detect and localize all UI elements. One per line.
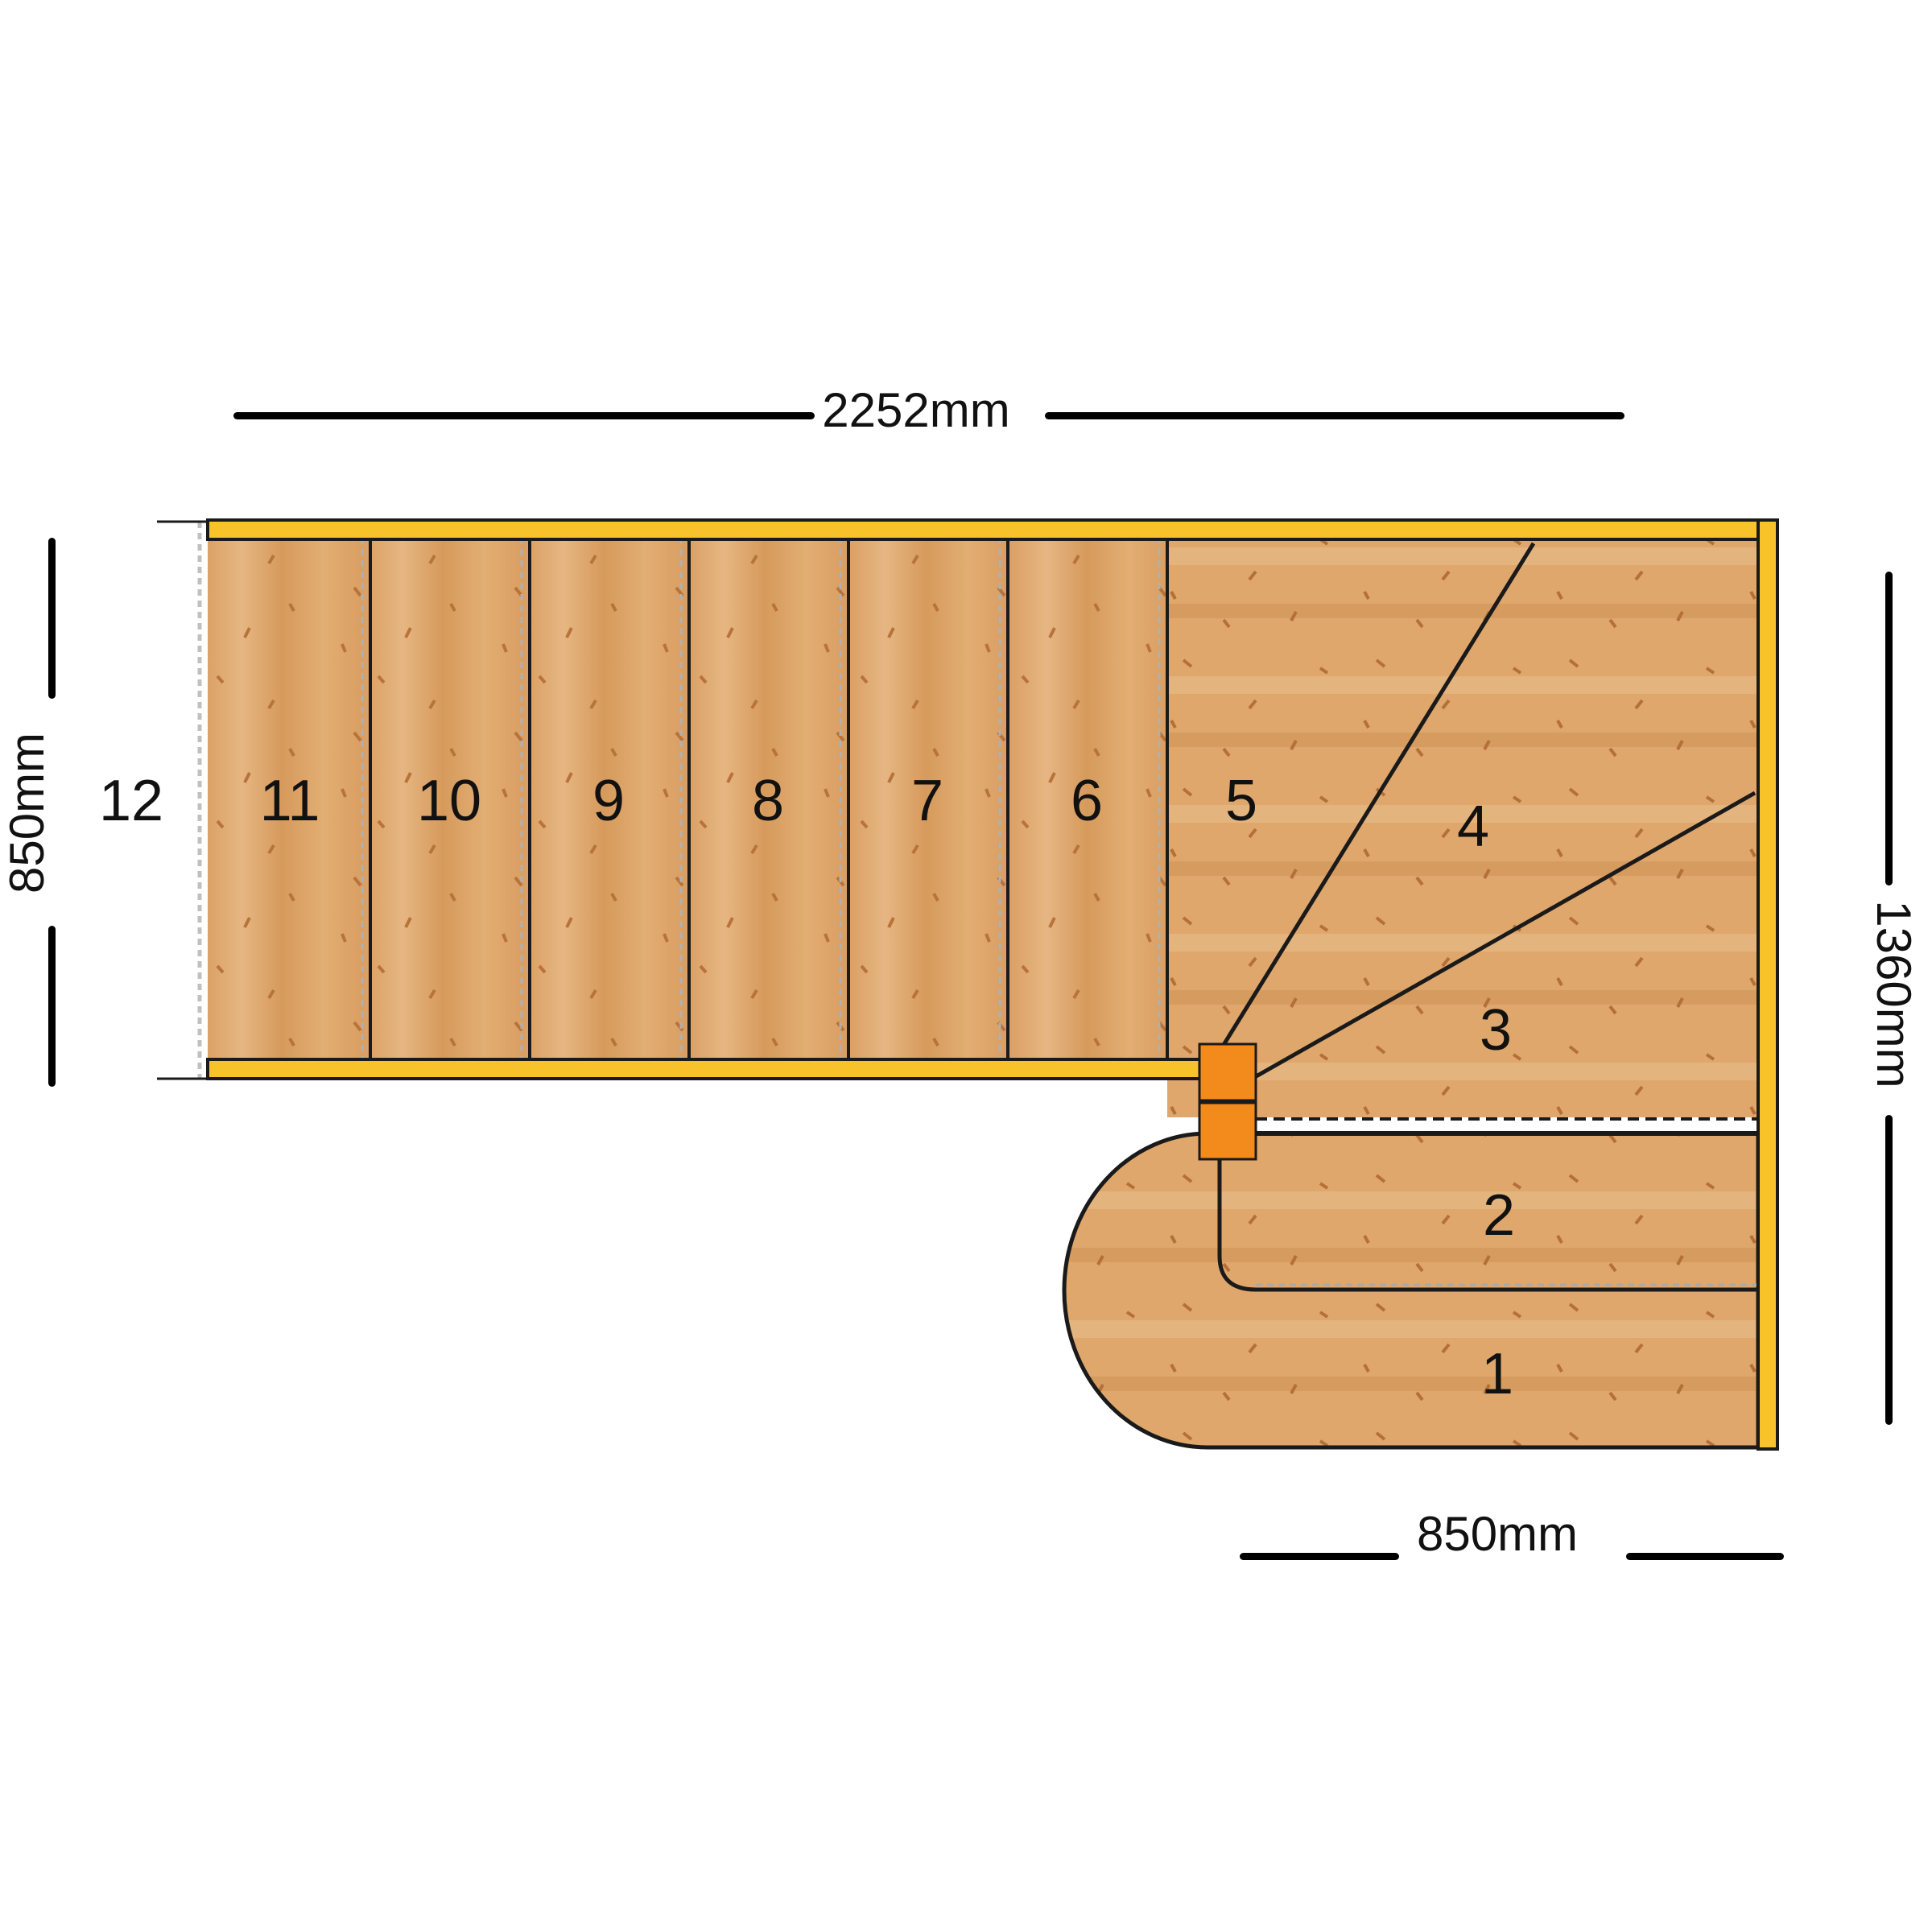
step-number-8: 8 [752,769,784,833]
bottom-treads [1062,1131,1761,1450]
winder-landing [1167,538,1758,1121]
dimension-bottom-width: 850mm [1240,1507,1784,1561]
winder-line-4-5 [1217,542,1536,1053]
step-number-7: 7 [911,769,943,833]
step-number-2: 2 [1483,1183,1515,1248]
outer-stringer-right [1757,518,1779,1451]
step-numbers: 1 2 3 4 5 6 7 8 9 10 11 12 [99,769,1515,1406]
newel-posts [1198,1042,1257,1161]
newel-post-upper [1198,1042,1257,1102]
step-number-1: 1 [1481,1342,1513,1406]
step-number-12: 12 [99,769,163,833]
straight-flight [157,520,1169,1080]
dimension-side-length-label: 1360mm [1867,900,1921,1088]
step-number-6: 6 [1071,769,1103,833]
dimension-bottom-width-label: 850mm [1417,1507,1578,1561]
tread-2-nosing [1217,1133,1758,1292]
inner-stringer [206,1058,1208,1080]
dimension-total-width-label: 2252mm [822,383,1009,437]
dimension-total-width: 2252mm [233,383,1624,437]
step-number-3: 3 [1480,998,1512,1063]
outer-stringer-top [206,518,1779,541]
dimension-top-run-depth: 850mm [0,538,56,1087]
step-number-10: 10 [417,769,481,833]
dimension-side-length: 1360mm [1867,572,1921,1425]
step-number-9: 9 [592,769,625,833]
step-number-5: 5 [1225,769,1257,833]
winder-line-3-4 [1222,791,1757,1097]
step-number-4: 4 [1457,795,1489,859]
stringers [206,518,1779,1451]
dimension-top-run-depth-label: 850mm [0,733,54,894]
newel-post-lower [1198,1101,1257,1161]
step-number-11: 11 [260,769,320,833]
